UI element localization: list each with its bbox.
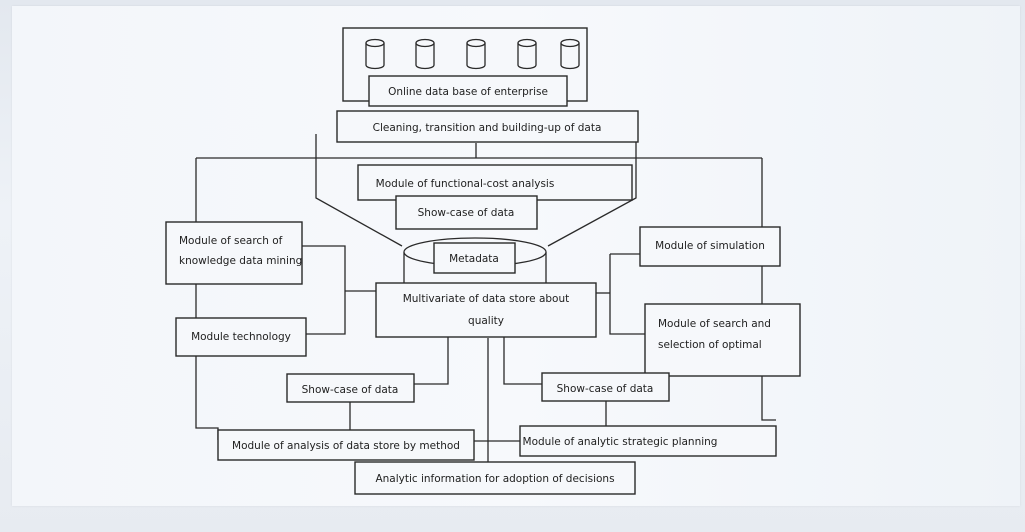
node-showcase-top: Show-case of data — [395, 195, 538, 230]
database-group: Online data base of enterprise — [342, 27, 588, 107]
node-search-knowledge: Module of search of knowledge data minin… — [165, 221, 303, 285]
showcase-top-label: Show-case of data — [418, 207, 515, 219]
node-search-optimal: Module of search and selection of optima… — [644, 303, 801, 377]
online-db-box — [368, 75, 568, 107]
database-icons — [365, 38, 580, 70]
search-optimal-label-line1: Module of search and — [658, 318, 771, 330]
node-metadata: Metadata — [403, 237, 547, 291]
node-technology: Module technology — [175, 317, 307, 357]
multivariate-label-line1: Multivariate of data store about — [403, 293, 570, 305]
node-analytic-info: Analytic information for adoption of dec… — [354, 461, 636, 495]
database-cylinder-icon — [415, 38, 435, 70]
search-knowledge-label-line1: Module of search of — [179, 235, 283, 247]
node-showcase-left: Show-case of data — [286, 373, 415, 403]
node-multivariate: Multivariate of data store about quality — [375, 282, 597, 338]
node-analysis-method: Module of analysis of data store by meth… — [217, 429, 475, 461]
strategic-planning-label: Module of analytic strategic planning — [523, 436, 718, 448]
metadata-label: Metadata — [449, 253, 499, 265]
node-cleaning: Cleaning, transition and building-up of … — [336, 110, 639, 143]
database-cylinder-icon — [365, 38, 385, 70]
database-cylinder-icon — [466, 38, 486, 70]
simulation-label: Module of simulation — [655, 240, 765, 252]
analytic-info-label: Analytic information for adoption of dec… — [375, 473, 614, 485]
node-showcase-right: Show-case of data — [541, 372, 670, 402]
online-db-label: Online data base of enterprise — [388, 86, 548, 98]
functional-cost-label: Module of functional-cost analysis — [376, 178, 555, 190]
node-strategic-planning: Module of analytic strategic planning — [519, 425, 777, 457]
search-optimal-label-line2: selection of optimal — [658, 339, 762, 351]
showcase-left-label: Show-case of data — [302, 384, 399, 396]
connector-lines — [195, 134, 776, 462]
cleaning-label: Cleaning, transition and building-up of … — [373, 122, 602, 134]
database-cylinder-icon — [517, 38, 537, 70]
node-simulation: Module of simulation — [639, 226, 781, 267]
database-cylinder-icon — [560, 38, 580, 70]
multivariate-label-line2: quality — [468, 315, 504, 327]
analysis-method-label: Module of analysis of data store by meth… — [232, 440, 460, 452]
node-functional-cost: Module of functional-cost analysis — [357, 164, 633, 201]
showcase-right-label: Show-case of data — [557, 383, 654, 395]
search-knowledge-label-line2: knowledge data mining — [179, 255, 302, 267]
technology-label: Module technology — [191, 331, 291, 343]
